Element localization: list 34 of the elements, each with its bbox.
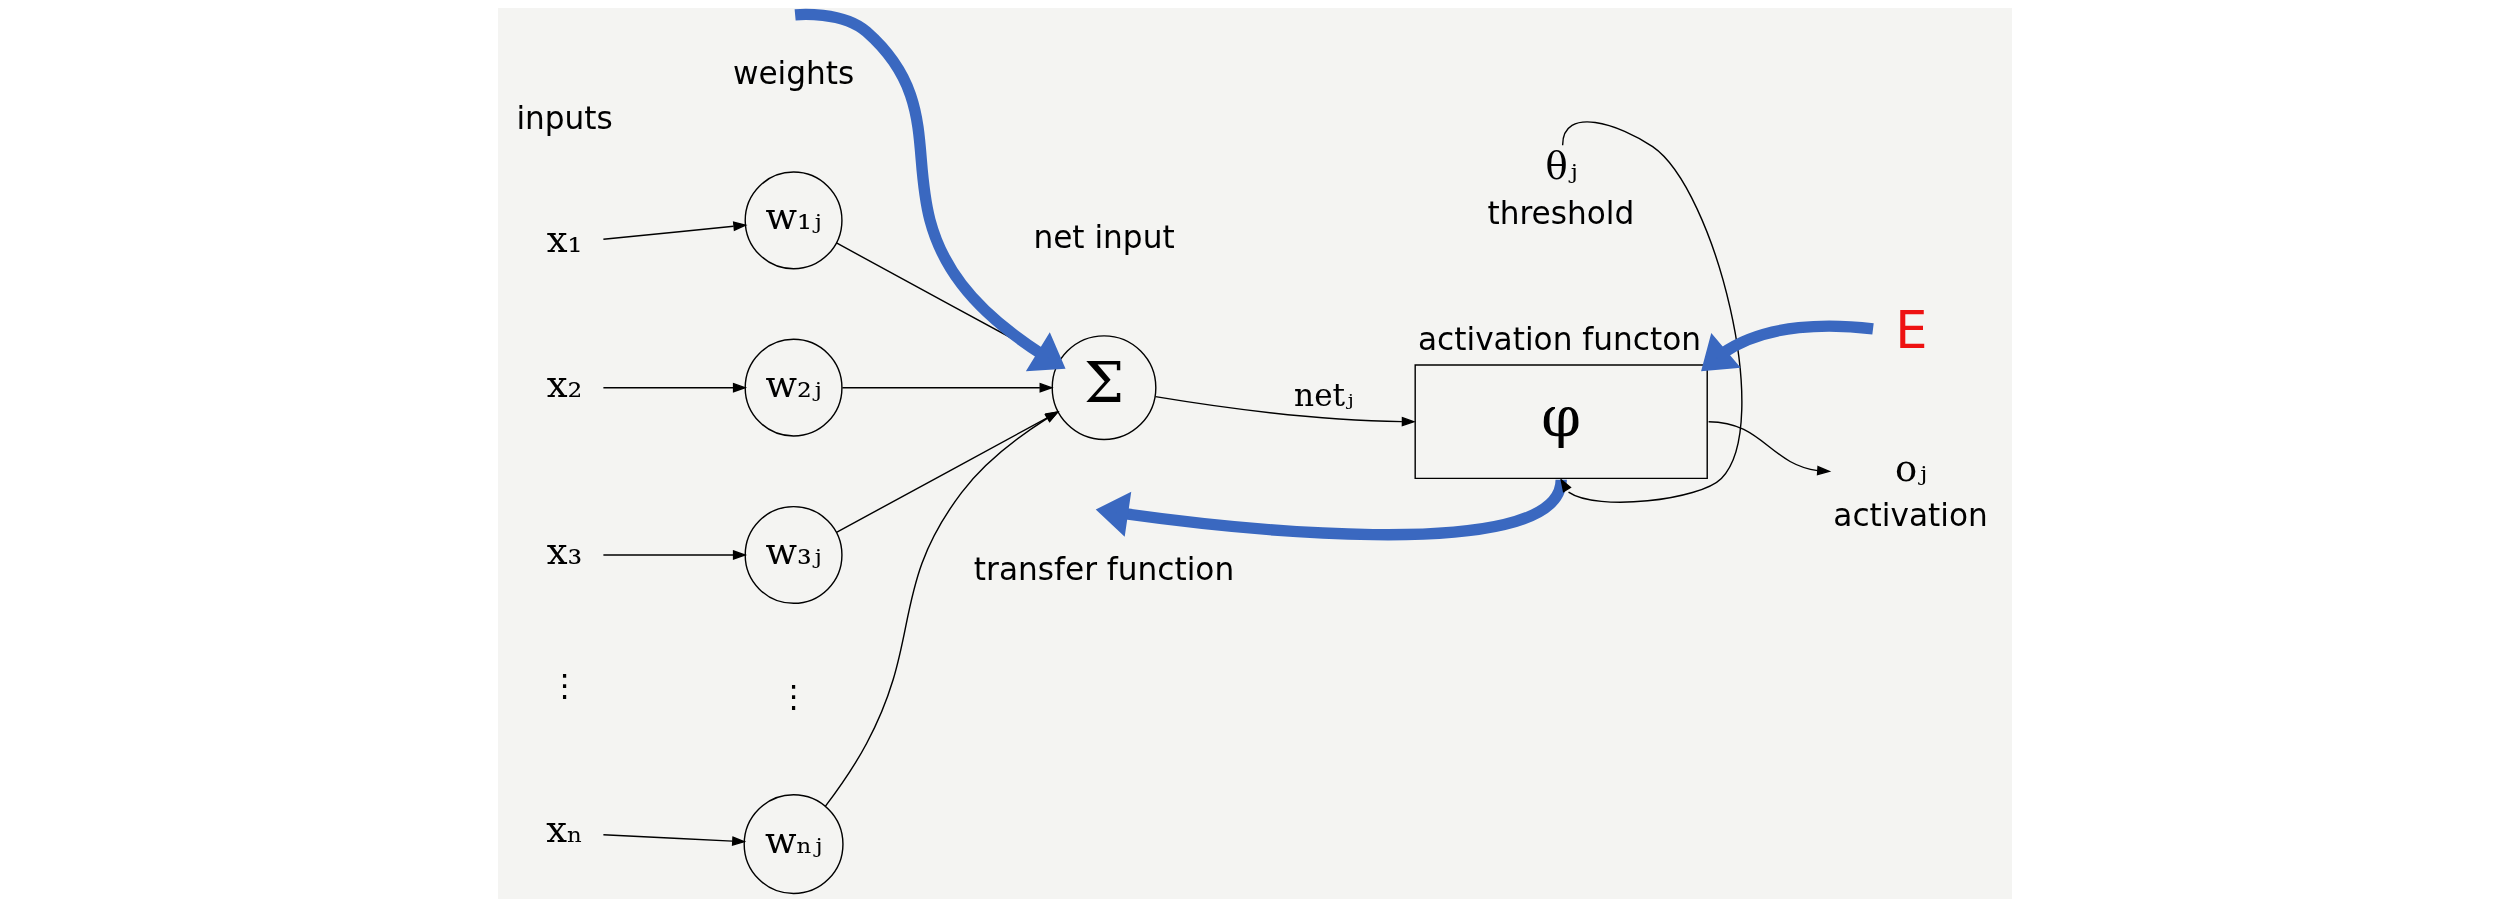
node-text: θⱼ bbox=[1545, 145, 1578, 188]
arrow bbox=[1095, 477, 1572, 541]
node-text: oⱼ bbox=[1894, 446, 1927, 490]
node-text: xₙ bbox=[545, 807, 583, 851]
arrow bbox=[1154, 395, 1416, 427]
arrow bbox=[602, 382, 747, 393]
node-circle: w₂ⱼ bbox=[744, 338, 843, 437]
arrow bbox=[794, 8, 1066, 372]
node-label: transfer function bbox=[973, 550, 1234, 587]
arrow bbox=[602, 221, 747, 241]
node-circle: wₙⱼ bbox=[743, 794, 844, 895]
node-label: activation functon bbox=[1417, 321, 1701, 358]
node-circle: w₃ⱼ bbox=[744, 505, 843, 604]
arrow bbox=[602, 833, 746, 847]
node-text: E bbox=[1894, 300, 1927, 360]
node-text: x₁ bbox=[546, 218, 582, 262]
label: ⋮ bbox=[548, 667, 580, 704]
label: weights bbox=[732, 54, 854, 91]
node-circle: w₁ⱼ bbox=[744, 171, 843, 270]
node-text: x₂ bbox=[546, 362, 582, 406]
label: ⋮ bbox=[777, 678, 809, 715]
node-label: activation bbox=[1832, 497, 1988, 534]
node-box: φ bbox=[1414, 364, 1708, 480]
node-label: threshold bbox=[1486, 195, 1634, 232]
arrow bbox=[1700, 320, 1874, 372]
arrow bbox=[841, 382, 1054, 393]
arrow bbox=[1559, 121, 1742, 503]
arrow bbox=[602, 549, 747, 560]
node-text: x₃ bbox=[546, 529, 582, 573]
edge-label: netⱼ bbox=[1293, 376, 1353, 413]
label: inputs bbox=[515, 100, 613, 137]
label: net input bbox=[1032, 219, 1175, 256]
arrow bbox=[1707, 421, 1831, 476]
node-circle: Σ bbox=[1051, 335, 1157, 441]
